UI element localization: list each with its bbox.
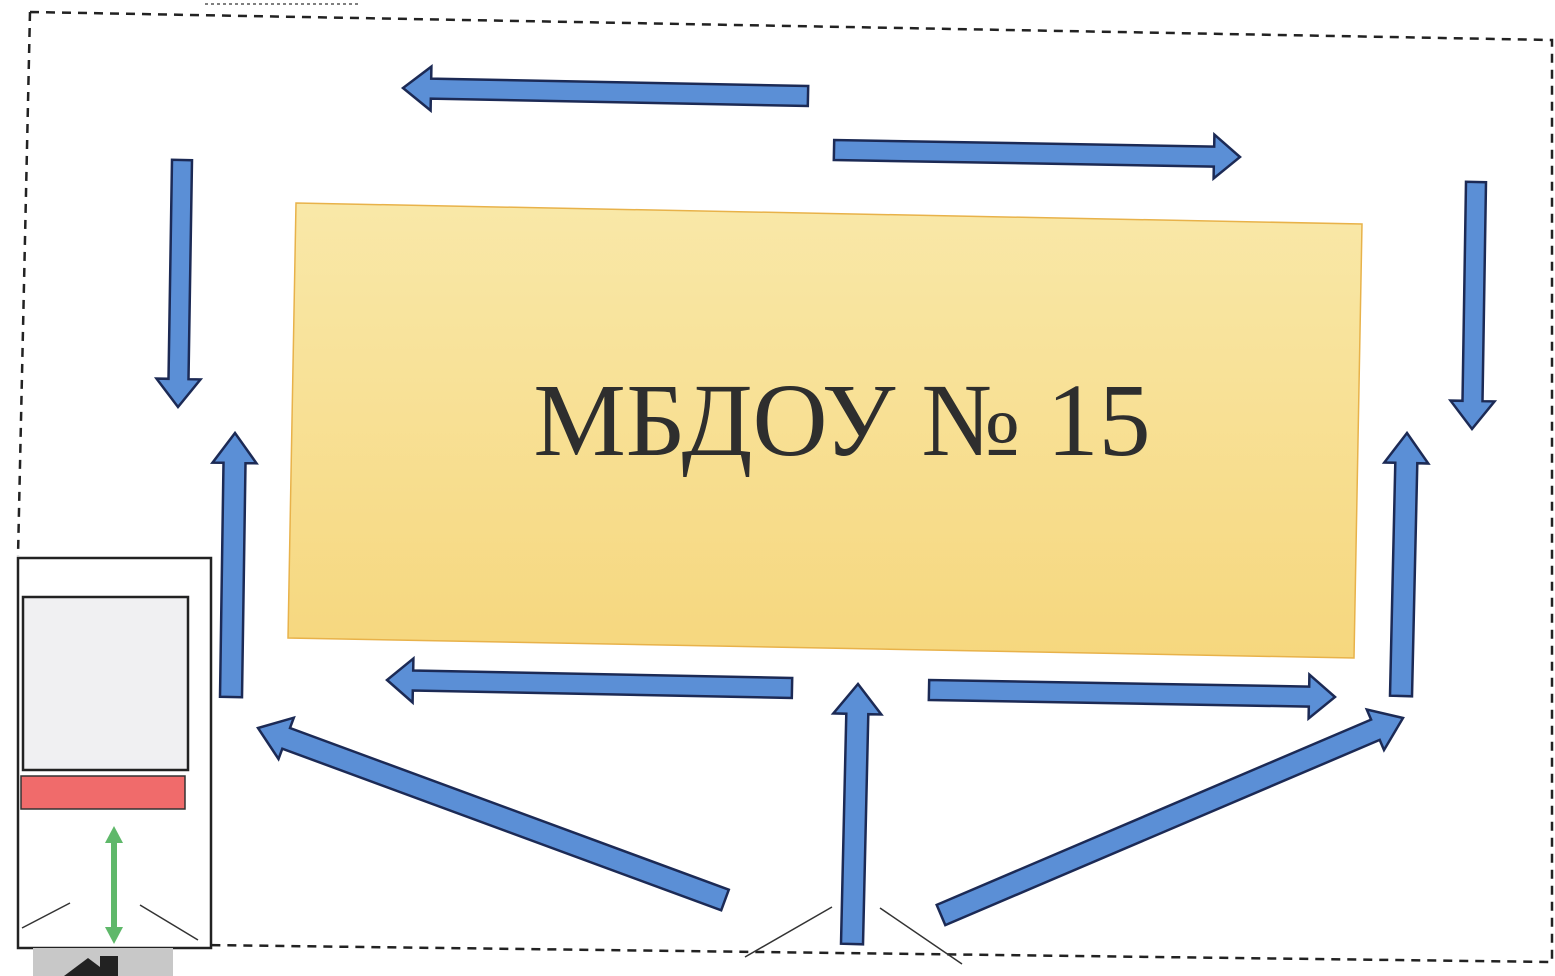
arrow-center-up [830, 682, 884, 946]
arrow-bottom-left [385, 655, 794, 706]
arrow-top-left [400, 64, 810, 114]
gate-line-right [879, 907, 963, 965]
arrow-right-down [1447, 180, 1498, 432]
territory-boundary [16, 10, 1554, 964]
main-building [287, 202, 1363, 659]
booth-red-strip [20, 775, 186, 810]
booth-inner-panel [21, 595, 190, 772]
arrow-top-right [832, 131, 1242, 182]
building-label: МБДОУ № 15 [533, 363, 1150, 478]
arrow-right-up [1381, 430, 1431, 698]
booth-door-left [21, 902, 71, 929]
arrow-bottom-right [927, 671, 1337, 722]
arrow-diagonal-left [256, 715, 731, 912]
house-icon [33, 948, 173, 976]
arrow-diagonal-right [935, 707, 1405, 927]
entrance-arrow [105, 826, 123, 944]
gate-line-left [744, 906, 833, 958]
arrow-left-down [153, 158, 204, 410]
booth-door-right [139, 904, 199, 941]
movement-arrows [153, 64, 1498, 946]
arrow-left-up [210, 430, 259, 699]
